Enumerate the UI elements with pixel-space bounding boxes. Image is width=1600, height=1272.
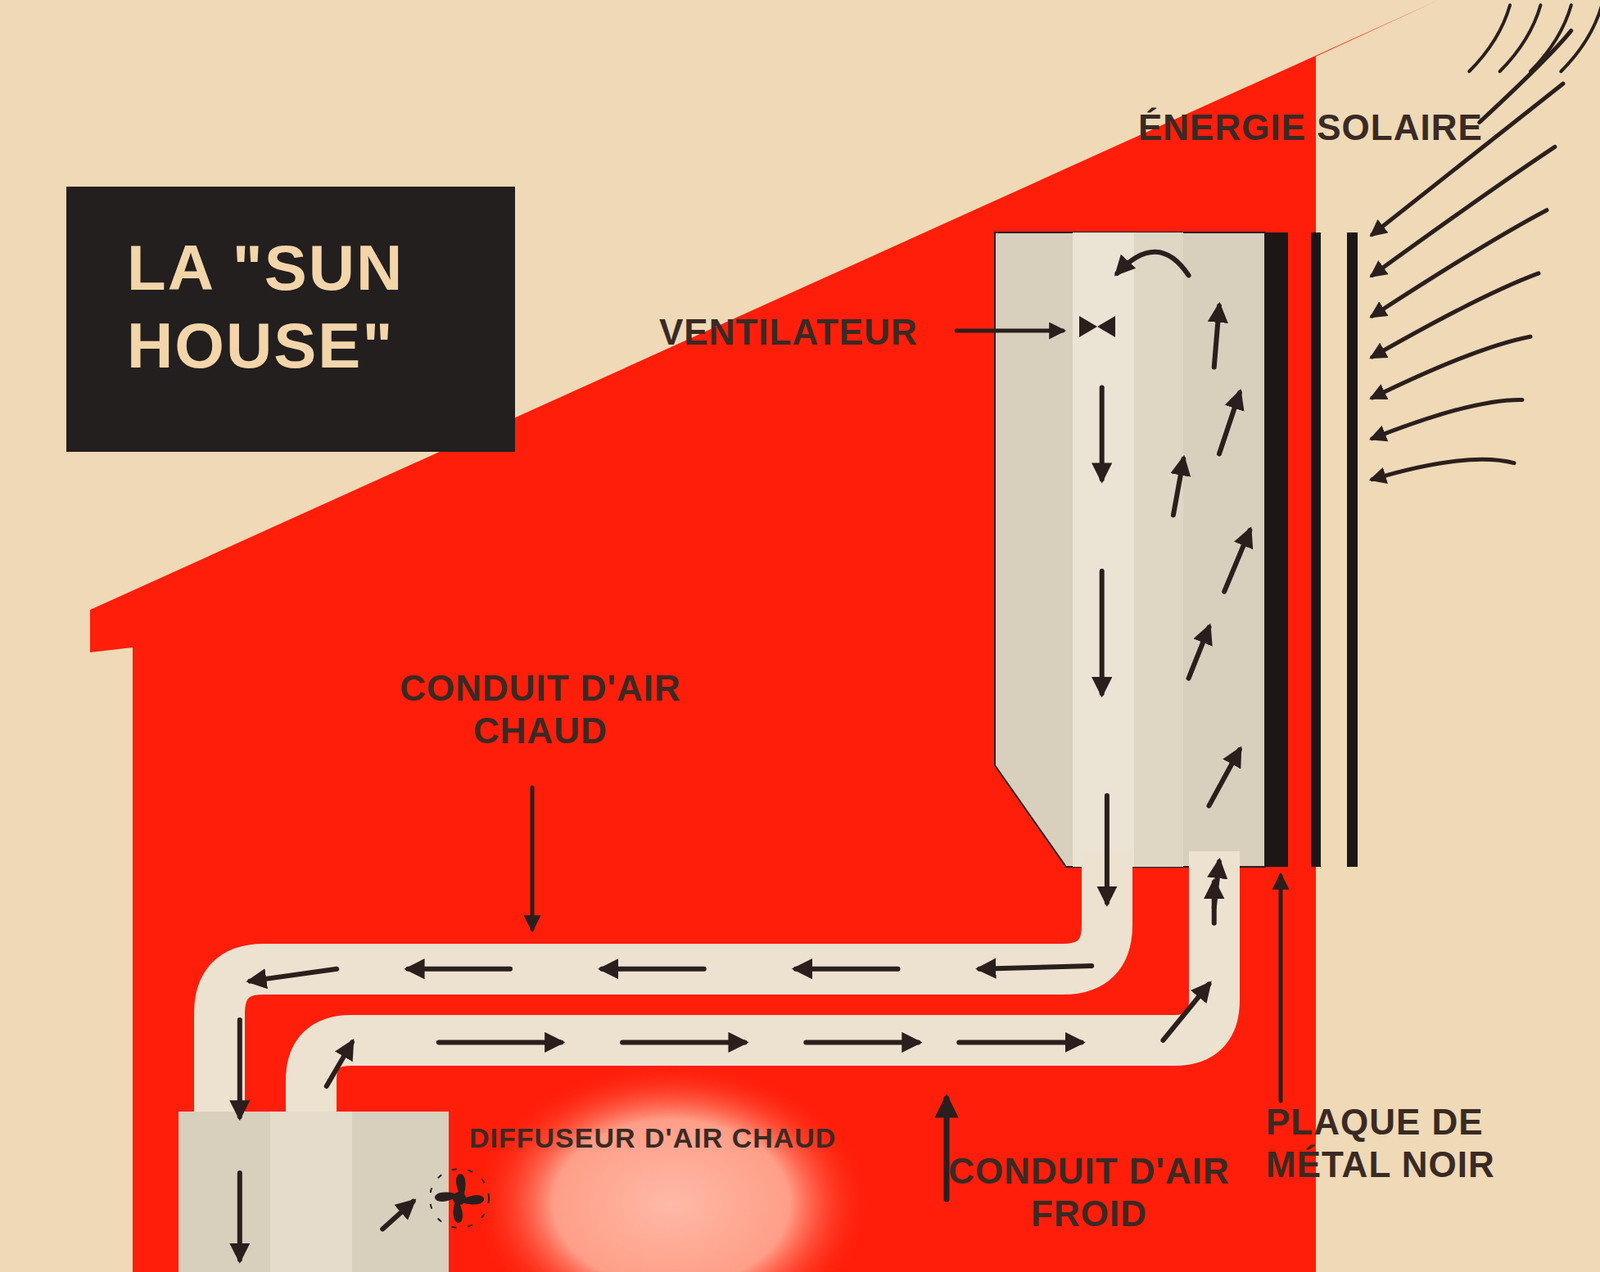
collector-box	[994, 232, 1266, 868]
warm-air-glow	[474, 1064, 868, 1272]
leader-lines	[532, 330, 1281, 1200]
sun-ray	[1372, 336, 1531, 398]
sun-ray	[1500, 4, 1542, 72]
flow-arrow	[326, 1042, 353, 1087]
flow-arrow	[438, 1039, 562, 1045]
flow-arrow	[805, 1039, 918, 1045]
leader-arrow	[956, 329, 1063, 334]
fan-symbol	[1079, 316, 1098, 338]
flow-arrow	[382, 1202, 413, 1230]
flow-arrow	[1099, 387, 1105, 480]
flow-arrow	[979, 966, 1092, 970]
flow-arrow	[795, 967, 899, 972]
flow-arrow	[237, 1173, 243, 1261]
flow-arrow	[1173, 459, 1184, 516]
sun-ray	[1560, 4, 1600, 72]
flow-arrow	[1099, 571, 1105, 695]
black-plate-label: PLAQUE DE MÉTAL NOIR	[1265, 1101, 1594, 1187]
flow-arrow	[1188, 627, 1210, 678]
cold-duct-label: CONDUIT D'AIR FROID	[933, 1150, 1245, 1236]
solar-energy-label: ÉNERGIE SOLAIRE	[1138, 106, 1564, 150]
diffuser-label: DIFFUSEUR D'AIR CHAUD	[469, 1121, 928, 1155]
flow-arrow	[1162, 984, 1209, 1041]
sun-rays	[1372, 4, 1600, 480]
sun-ray	[1468, 4, 1510, 72]
flow-arrow	[1211, 882, 1217, 924]
fan-label: VENTILATEUR	[659, 311, 954, 354]
flow-arrow	[1224, 530, 1250, 593]
leader-arrow	[530, 787, 535, 930]
flow-arrow	[1214, 306, 1220, 368]
hot-duct-label: CONDUIT D'AIR CHAUD	[368, 667, 713, 753]
diffuser-channel	[270, 1111, 353, 1272]
black-plate	[1265, 232, 1289, 868]
sun-ray	[1372, 273, 1539, 358]
flow-arrow	[622, 1039, 746, 1045]
sun-ray	[1372, 210, 1547, 317]
cold-air-duct	[311, 851, 1215, 1114]
flow-arrow	[958, 1039, 1082, 1045]
flow-arrow	[249, 969, 337, 982]
glass-pane	[1346, 232, 1358, 868]
collector-channel	[1072, 232, 1135, 868]
sun-ray	[1530, 4, 1572, 72]
leader-arrow	[1279, 876, 1284, 1102]
flow-arrow	[407, 967, 511, 972]
collector-channel	[1134, 232, 1184, 868]
sun-ray	[1372, 399, 1523, 439]
flow-arrow	[1116, 252, 1189, 276]
flow-arrow	[1219, 393, 1240, 455]
flow-arrow	[1209, 750, 1240, 807]
flow-arrow	[237, 1020, 243, 1117]
title-box: LA "SUN HOUSE"	[66, 186, 516, 452]
fan-symbol	[1097, 316, 1116, 338]
title-text: LA "SUN HOUSE"	[126, 231, 404, 382]
glass-pane	[1310, 232, 1321, 868]
sun-ray	[1372, 459, 1515, 480]
flow-arrow	[601, 967, 705, 972]
flow-arrow	[1104, 795, 1110, 904]
diffuser-box	[178, 1111, 449, 1272]
diffuser-fan	[429, 1169, 489, 1229]
